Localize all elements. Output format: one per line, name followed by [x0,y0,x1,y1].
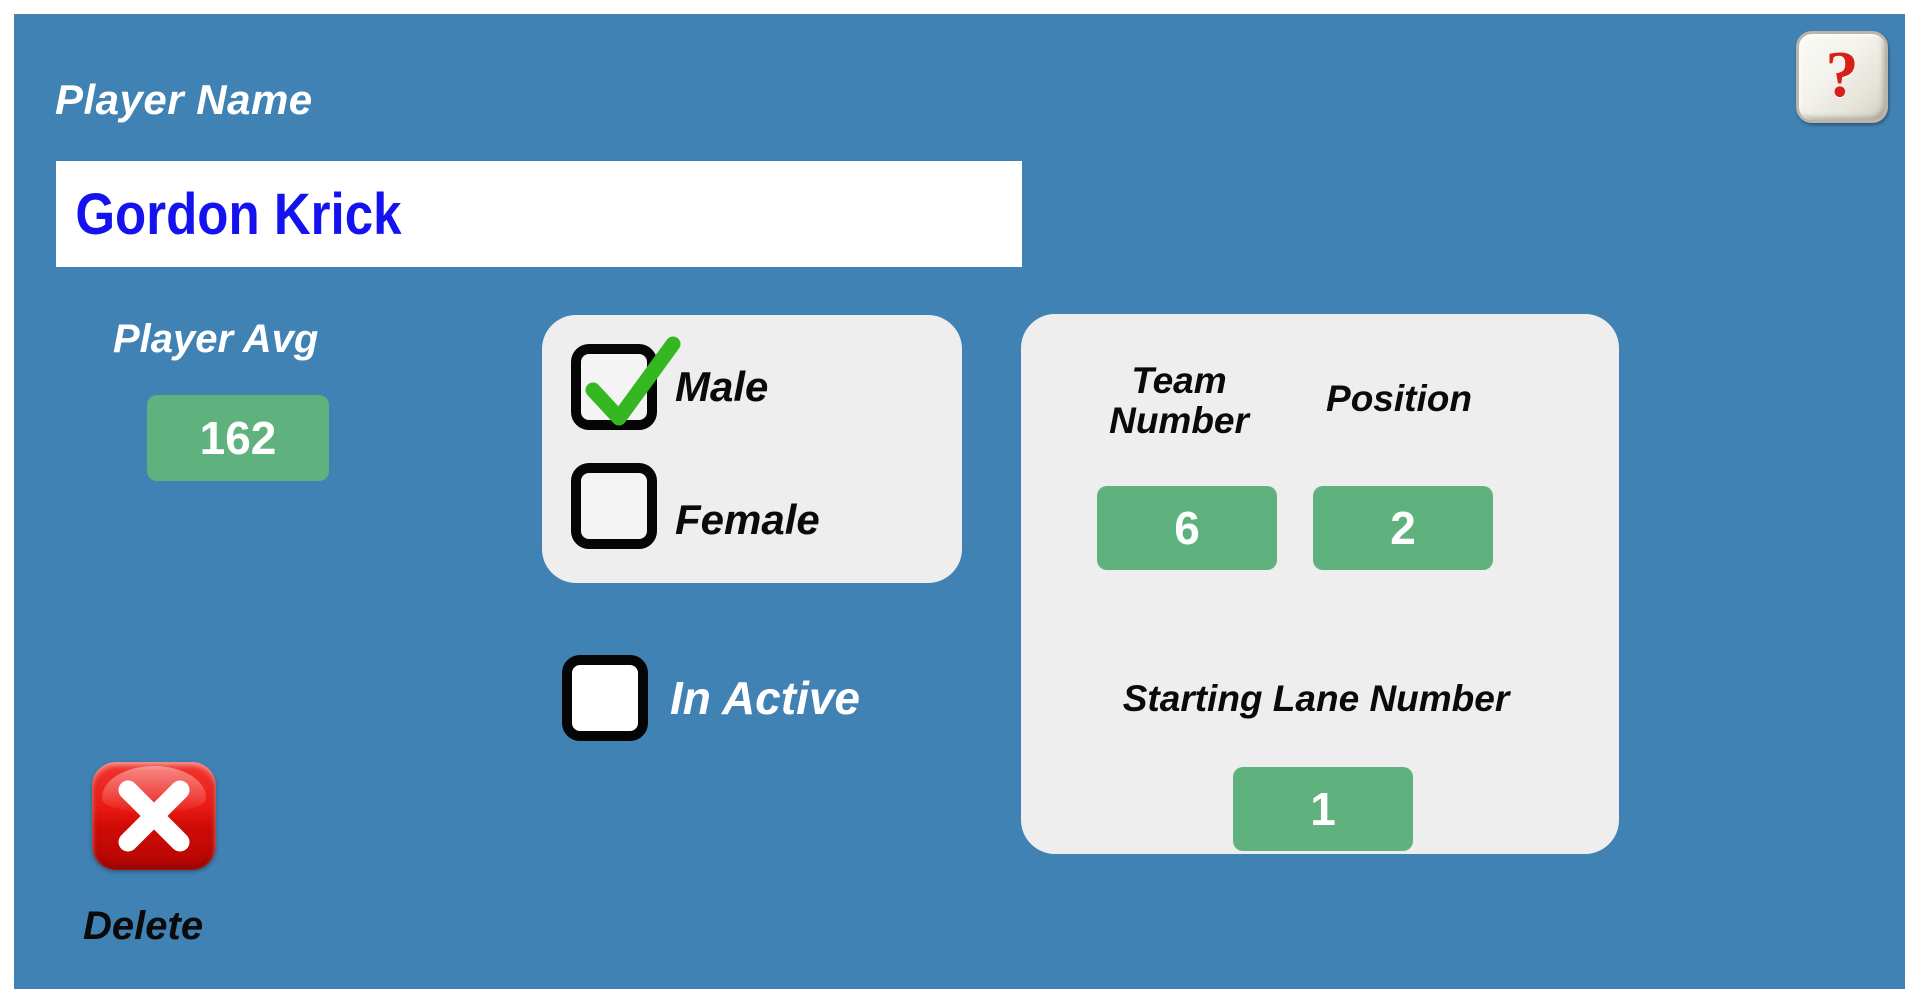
position-label: Position [1326,378,1472,419]
starting-lane-number-value[interactable]: 1 [1233,767,1413,851]
team-number-label: Team Number [1089,361,1269,441]
player-name-input[interactable]: Gordon Krick [56,161,1022,267]
player-avg-label: Player Avg [113,317,319,361]
gender-option-female[interactable]: Female [571,463,820,549]
team-number-label-line1: Team [1131,360,1227,401]
team-number-value[interactable]: 6 [1097,486,1277,570]
delete-label: Delete [83,904,204,948]
checkbox-male[interactable] [571,336,681,430]
question-mark-icon: ? [1825,38,1859,111]
close-x-icon [118,780,190,852]
help-button[interactable]: ? [1796,31,1888,123]
team-number-label-line2: Number [1109,399,1249,441]
delete-button[interactable] [92,762,216,870]
player-name-value: Gordon Krick [75,181,402,247]
checkmark-icon [585,336,681,426]
inactive-option[interactable]: In Active [562,655,860,741]
player-avg-value[interactable]: 162 [147,395,329,481]
gender-label-male: Male [675,363,769,410]
checkbox-female[interactable] [571,463,657,549]
gender-label-female: Female [675,496,820,543]
player-edit-form: ? Player Name Gordon Krick Player Avg 16… [14,14,1905,989]
gender-option-male[interactable]: Male [571,336,769,430]
gender-card: Male Female [542,315,962,583]
checkbox-inactive[interactable] [562,655,648,741]
position-value[interactable]: 2 [1313,486,1493,570]
inactive-label: In Active [670,672,861,724]
starting-lane-number-label: Starting Lane Number [1122,678,1510,719]
player-name-label: Player Name [55,76,313,123]
team-card: Team Number 6 Position 2 Starting Lane N… [1021,314,1619,854]
